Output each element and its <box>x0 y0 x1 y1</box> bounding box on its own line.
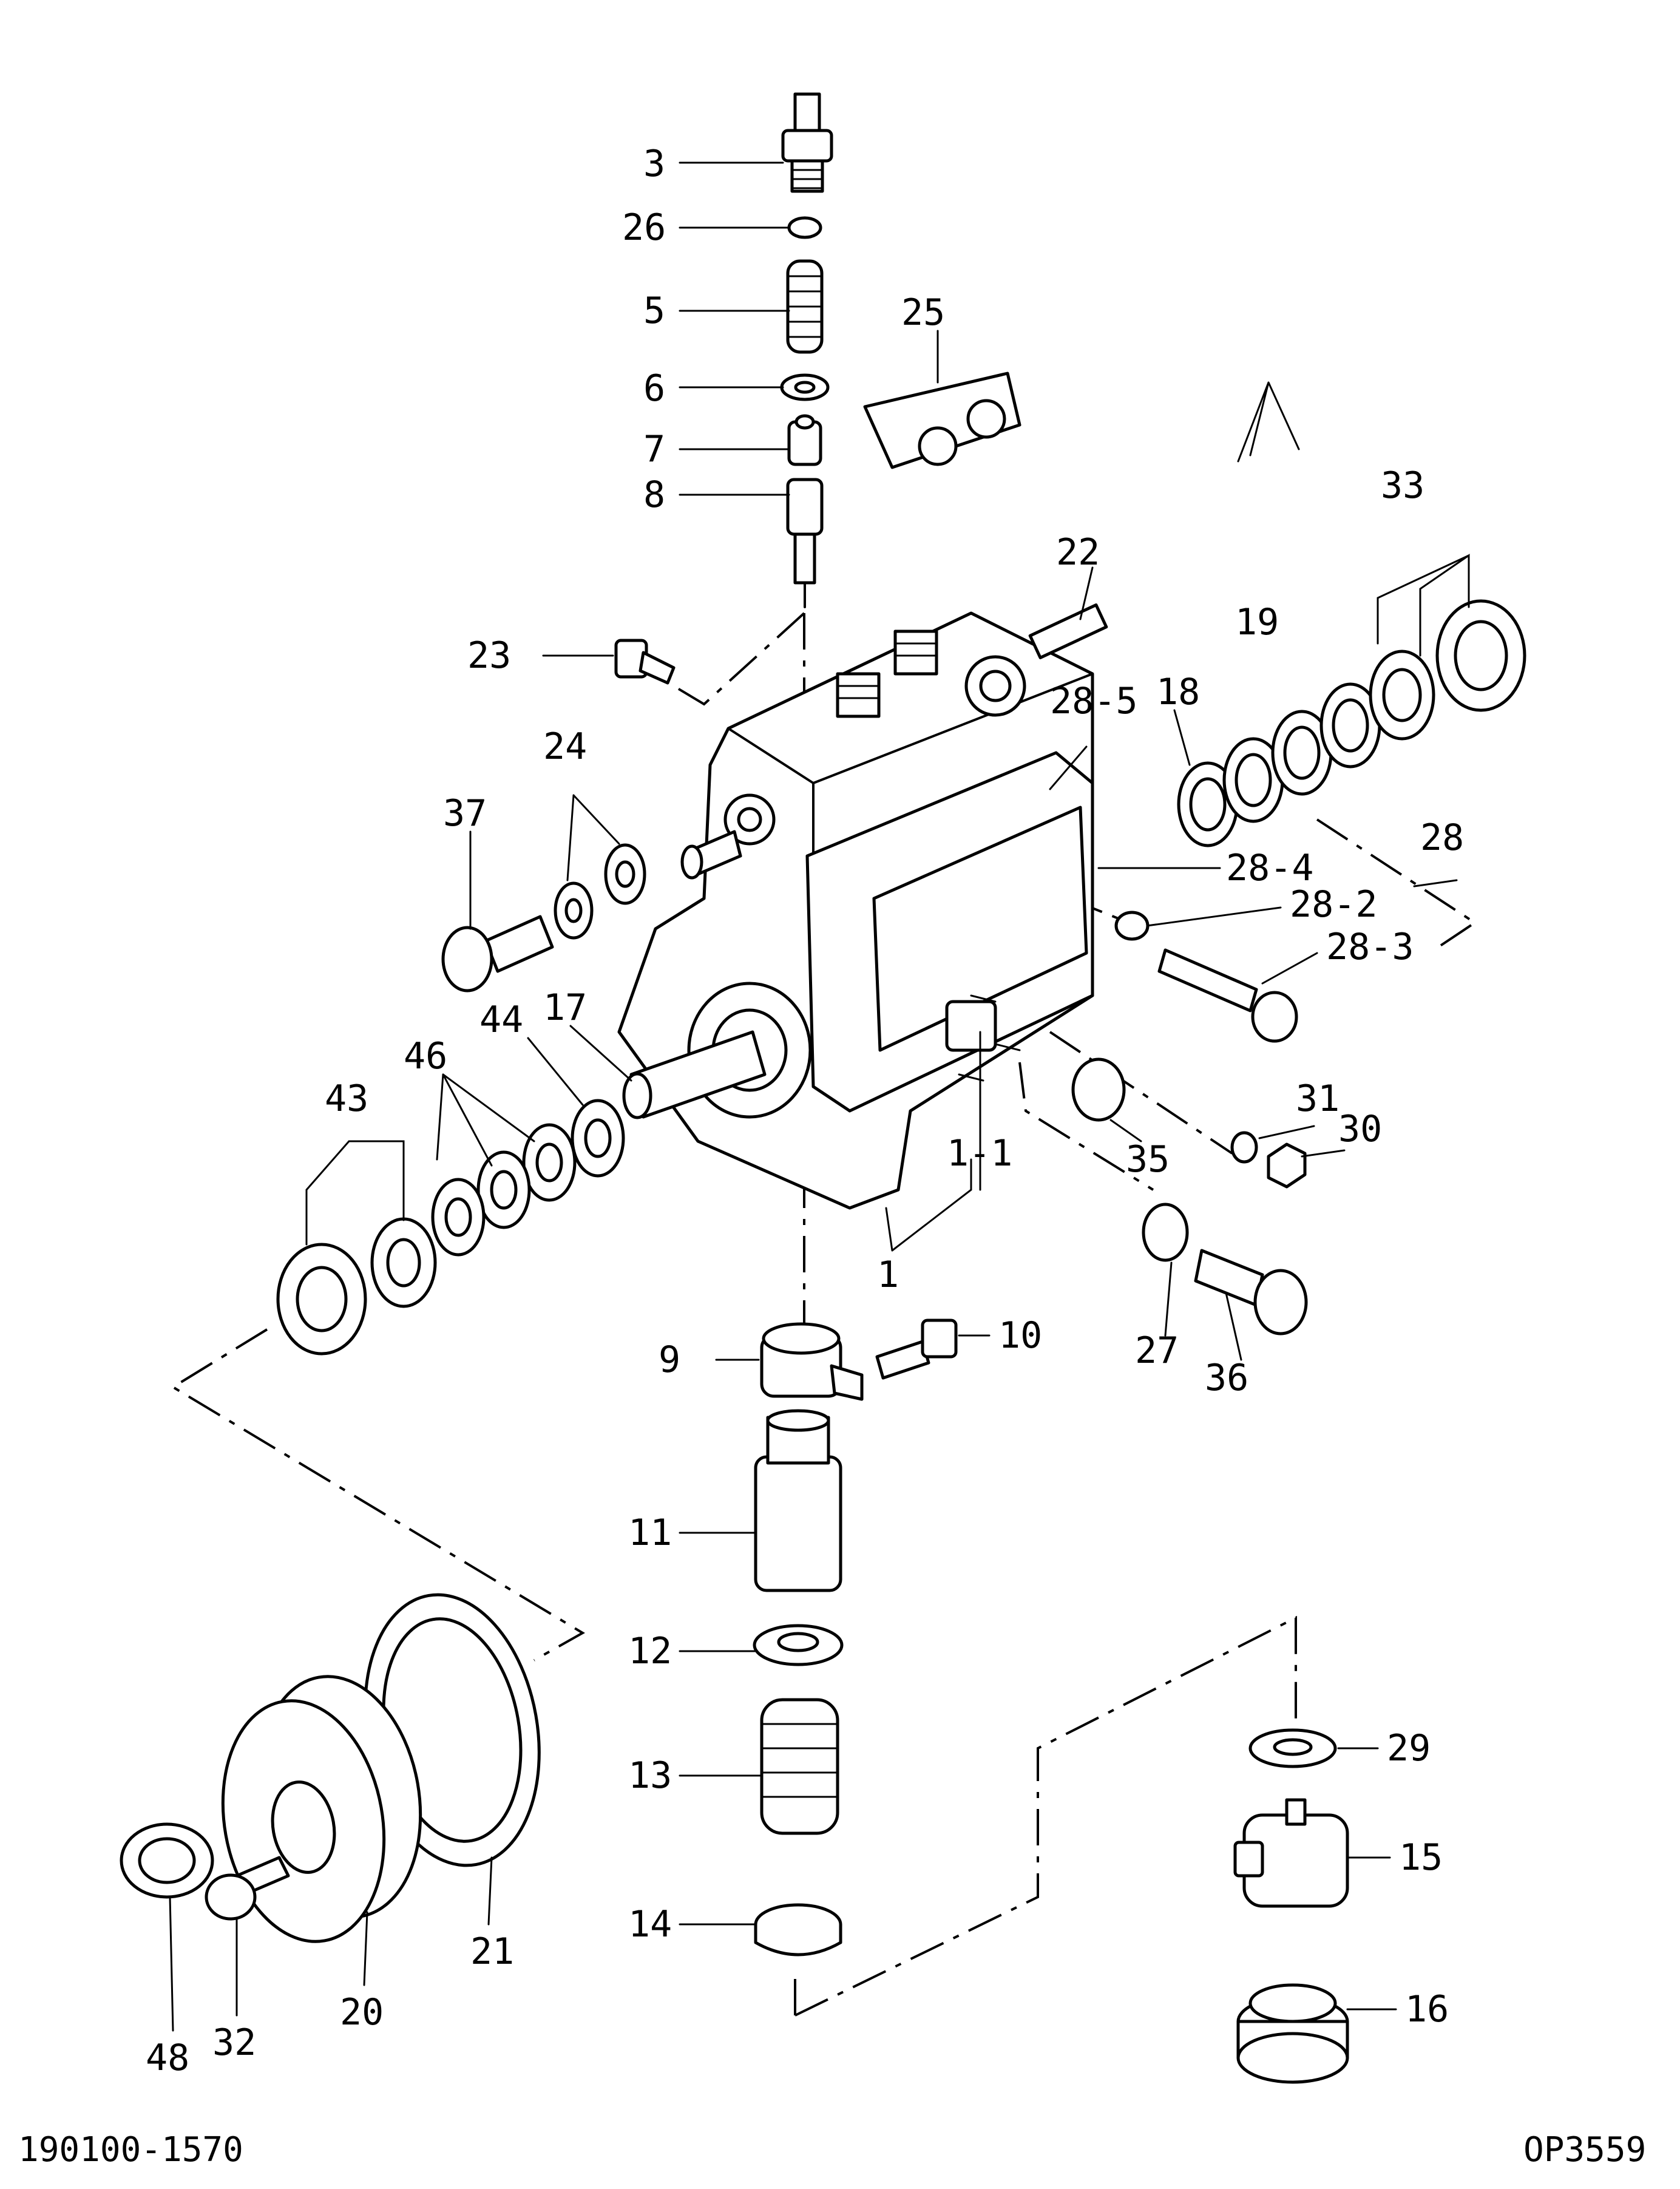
callout: 7 <box>643 428 665 470</box>
shaft-17 <box>622 1030 767 1119</box>
callout: 32 <box>212 2021 256 2064</box>
assembly-lines <box>171 612 1477 2017</box>
screw-10 <box>875 1318 958 1380</box>
nut-30 <box>1267 1142 1307 1189</box>
callout: 19 <box>1235 601 1279 643</box>
callout: 11 <box>628 1512 672 1554</box>
callout: 10 <box>998 1314 1042 1357</box>
callout: 9 <box>659 1339 680 1381</box>
callout: 23 <box>467 634 511 677</box>
bolt-32 <box>205 1856 290 1921</box>
valve-seat-8 <box>786 478 824 608</box>
plunger-11 <box>754 1409 842 1592</box>
callout: 27 <box>1135 1329 1179 1372</box>
lower-seat-14 <box>754 1903 842 1957</box>
callout: 28-3 <box>1326 926 1414 968</box>
washers-24 <box>554 843 646 940</box>
spring-13 <box>760 1698 839 1835</box>
leader-lines <box>169 161 1470 2032</box>
callout: 36 <box>1205 1357 1248 1399</box>
washer-44 <box>571 1099 625 1178</box>
callout: 13 <box>628 1754 672 1797</box>
roller-16 <box>1236 1983 1349 2084</box>
callout: 28 <box>1420 816 1464 859</box>
drawing-number: 190100-1570 <box>18 2130 243 2170</box>
bolt-28-3 <box>1157 948 1298 1043</box>
o-ring-26 <box>787 216 822 239</box>
callout: 1 <box>877 1254 899 1296</box>
gear-43 <box>276 1217 437 1356</box>
callout: 21 <box>470 1930 514 1973</box>
control-sleeve-9 <box>760 1322 864 1401</box>
pump-housing-1 <box>617 603 1108 1210</box>
shims-46 <box>431 1123 577 1257</box>
spring-seat-12 <box>753 1624 844 1666</box>
callout: 28-5 <box>1050 680 1138 722</box>
callout: 46 <box>404 1035 447 1078</box>
tappet-15 <box>1233 1798 1349 1908</box>
pin-24 <box>680 830 742 880</box>
bearing-48 <box>120 1822 214 1899</box>
callout: 28-2 <box>1290 883 1378 926</box>
washer-27 <box>1142 1203 1189 1262</box>
callout: 35 <box>1126 1138 1170 1181</box>
callout: 12 <box>628 1630 672 1672</box>
spring-5 <box>786 259 824 354</box>
washer-31 <box>1230 1131 1258 1164</box>
washer-29 <box>1248 1728 1337 1768</box>
callout: 16 <box>1405 1988 1449 2031</box>
callout: 8 <box>643 473 665 516</box>
figure-code: OP3559 <box>1523 2130 1646 2170</box>
shims-19 <box>1222 682 1381 823</box>
callout: 29 <box>1387 1727 1431 1770</box>
callout: 28-4 <box>1226 847 1314 889</box>
callout: 15 <box>1399 1836 1443 1879</box>
valve-7 <box>787 414 822 466</box>
washer-18 <box>1177 761 1239 847</box>
callout: 26 <box>622 206 666 249</box>
callout: 37 <box>443 792 487 835</box>
callout: 31 <box>1296 1078 1340 1120</box>
callout: 43 <box>325 1078 368 1120</box>
callout: 33 <box>1381 464 1424 507</box>
callout: 25 <box>901 291 945 334</box>
callout: 18 <box>1156 671 1200 713</box>
callout: 22 <box>1056 531 1100 574</box>
clamp-25 <box>863 372 1021 469</box>
callout: 30 <box>1338 1108 1382 1150</box>
callout: 24 <box>543 725 587 768</box>
callout: 5 <box>643 290 665 332</box>
callout: 6 <box>643 367 665 410</box>
callout-labels: 3 26 5 6 7 8 25 22 33 19 18 23 28-5 24 3… <box>146 143 1464 2079</box>
banjo-bolt-36 <box>1194 1249 1308 1335</box>
o-ring-35 <box>1071 1057 1126 1122</box>
callout: 3 <box>643 143 665 185</box>
washer-28-2 <box>1114 911 1150 941</box>
callout: 14 <box>628 1903 672 1946</box>
banjo-bolt-37 <box>441 915 554 993</box>
callout: 17 <box>543 986 587 1029</box>
callout: 48 <box>146 2037 189 2079</box>
callout: 20 <box>340 1991 384 2034</box>
callout: 44 <box>479 999 523 1041</box>
washer-6 <box>780 373 830 401</box>
screw-23 <box>614 639 676 685</box>
gear-33 <box>1369 599 1526 741</box>
delivery-valve-holder <box>781 92 833 193</box>
callout: 1-1 <box>947 1132 1012 1175</box>
